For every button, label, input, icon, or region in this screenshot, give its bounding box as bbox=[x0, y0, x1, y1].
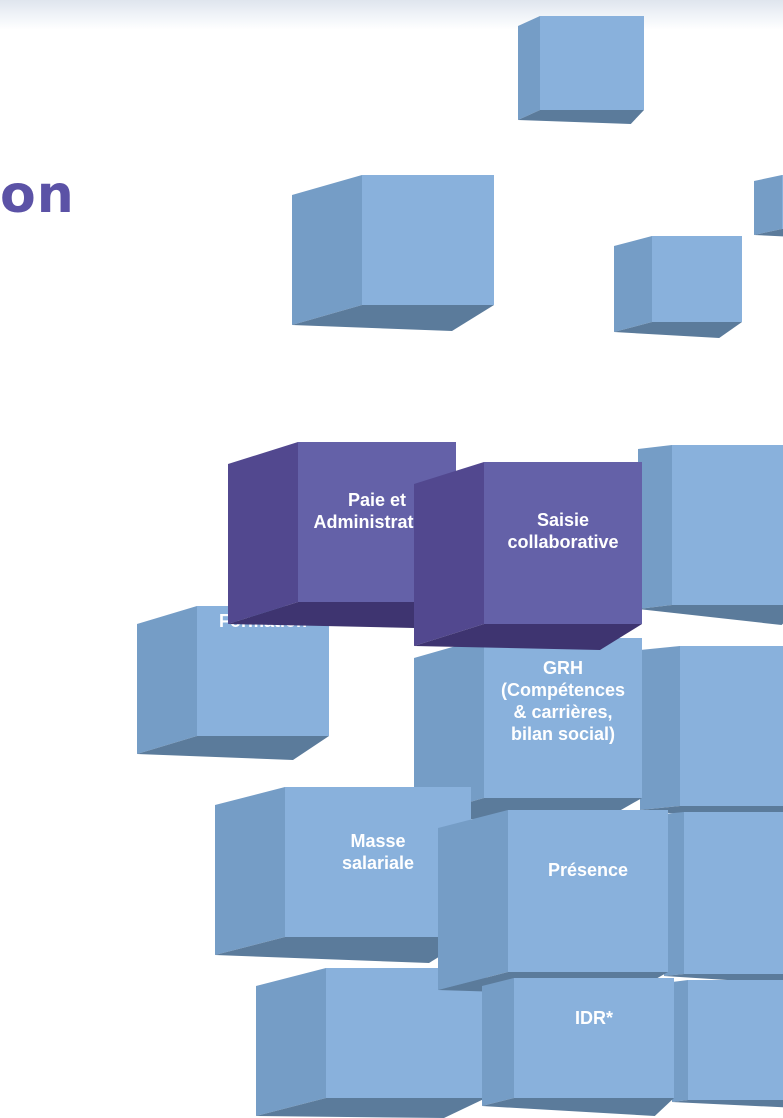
module-cube-saisie-bottom-face bbox=[414, 624, 642, 650]
cube-right-mid-shape bbox=[640, 646, 783, 824]
module-cube-masse: Masse salariale bbox=[215, 787, 471, 963]
module-label-grh: GRH (Compétences & carrières, bilan soci… bbox=[500, 658, 626, 744]
cube-edge-right-top-side-face bbox=[754, 175, 782, 235]
module-cube-grh-front-face bbox=[484, 638, 642, 798]
module-cube-saisie-shape bbox=[414, 462, 642, 650]
cube-mid-left-shape bbox=[292, 175, 494, 331]
cube-mid-left-bottom-face bbox=[292, 305, 494, 331]
cube-small-top bbox=[518, 16, 644, 124]
top-background-haze bbox=[0, 0, 783, 30]
module-cube-saisie: Saisie collaborative bbox=[414, 462, 642, 650]
module-cube-formation-shape bbox=[137, 606, 329, 760]
module-label-presence: Présence bbox=[547, 860, 629, 880]
cube-right-mid-side-face bbox=[640, 646, 680, 810]
module-cube-formation: Formation bbox=[137, 606, 329, 760]
module-cube-idr-bottom-face bbox=[482, 1098, 674, 1116]
module-cube-idr-front-face bbox=[514, 978, 674, 1098]
module-cube-idr: IDR* bbox=[482, 978, 674, 1116]
module-cube-formation-front-face bbox=[197, 606, 329, 736]
module-label-idr: IDR* bbox=[574, 1008, 613, 1028]
cube-right-upper-shape bbox=[638, 445, 783, 625]
cube-edge-right-top-shape bbox=[754, 175, 783, 237]
module-cube-presence: Présence bbox=[438, 810, 668, 996]
module-cube-presence-front-face bbox=[508, 810, 668, 972]
modules-cube-cluster: Formation GRH (Compétences & carrières, b… bbox=[137, 16, 783, 1118]
module-cube-formation-bottom-face bbox=[137, 736, 329, 760]
cube-right-mid bbox=[640, 646, 783, 824]
cube-mid-right-side-face bbox=[614, 236, 652, 332]
cube-right-lower-side-face bbox=[664, 812, 684, 976]
cube-small-top-side-face bbox=[518, 16, 540, 120]
cube-edge-right-top-bottom-face bbox=[754, 229, 783, 237]
cube-bottom-left-side-face bbox=[256, 968, 326, 1116]
module-cube-idr-side-face bbox=[482, 978, 514, 1106]
module-cube-presence-shape bbox=[438, 810, 668, 996]
module-cube-grh: GRH (Compétences & carrières, bilan soci… bbox=[414, 638, 642, 822]
module-cube-masse-side-face bbox=[215, 787, 285, 955]
cube-right-upper-bottom-face bbox=[638, 605, 783, 625]
module-label-masse: Masse salariale bbox=[341, 831, 415, 873]
cube-right-upper bbox=[638, 445, 783, 625]
module-cube-grh-side-face bbox=[414, 638, 484, 818]
cube-right-upper-front-face bbox=[672, 445, 783, 605]
cube-right-lower bbox=[664, 812, 783, 984]
cube-small-top-front-face bbox=[540, 16, 644, 110]
cube-mid-left-front-face bbox=[362, 175, 494, 305]
cube-right-bottom bbox=[672, 980, 783, 1108]
cube-edge-right-top bbox=[754, 175, 783, 237]
cube-small-top-shape bbox=[518, 16, 644, 124]
cube-right-bottom-shape bbox=[672, 980, 783, 1108]
cube-right-mid-front-face bbox=[680, 646, 783, 806]
module-cube-presence-side-face bbox=[438, 810, 508, 990]
cube-right-lower-front-face bbox=[684, 812, 783, 974]
cube-mid-left bbox=[292, 175, 494, 331]
cube-right-bottom-bottom-face bbox=[672, 1100, 783, 1108]
module-cube-saisie-side-face bbox=[414, 462, 484, 646]
module-label-saisie: Saisie collaborative bbox=[507, 510, 619, 552]
module-cube-formation-side-face bbox=[137, 606, 197, 754]
module-label-paie: Paie et Administration bbox=[313, 490, 441, 532]
cube-right-upper-side-face bbox=[638, 445, 672, 609]
module-cube-paie-side-face bbox=[228, 442, 298, 624]
cube-mid-right-bottom-face bbox=[614, 322, 742, 338]
module-cube-saisie-front-face bbox=[484, 462, 642, 624]
module-cube-masse-bottom-face bbox=[215, 937, 471, 963]
cube-right-lower-shape bbox=[664, 812, 783, 984]
cube-right-bottom-side-face bbox=[672, 980, 688, 1102]
cube-right-bottom-front-face bbox=[688, 980, 783, 1100]
cube-mid-right bbox=[614, 236, 742, 338]
page-title-fragment: on bbox=[0, 165, 75, 225]
cube-mid-left-side-face bbox=[292, 175, 362, 325]
cube-small-top-bottom-face bbox=[518, 110, 644, 124]
cube-mid-right-front-face bbox=[652, 236, 742, 322]
module-cube-paie-bottom-face bbox=[228, 602, 456, 628]
cube-mid-right-shape bbox=[614, 236, 742, 338]
